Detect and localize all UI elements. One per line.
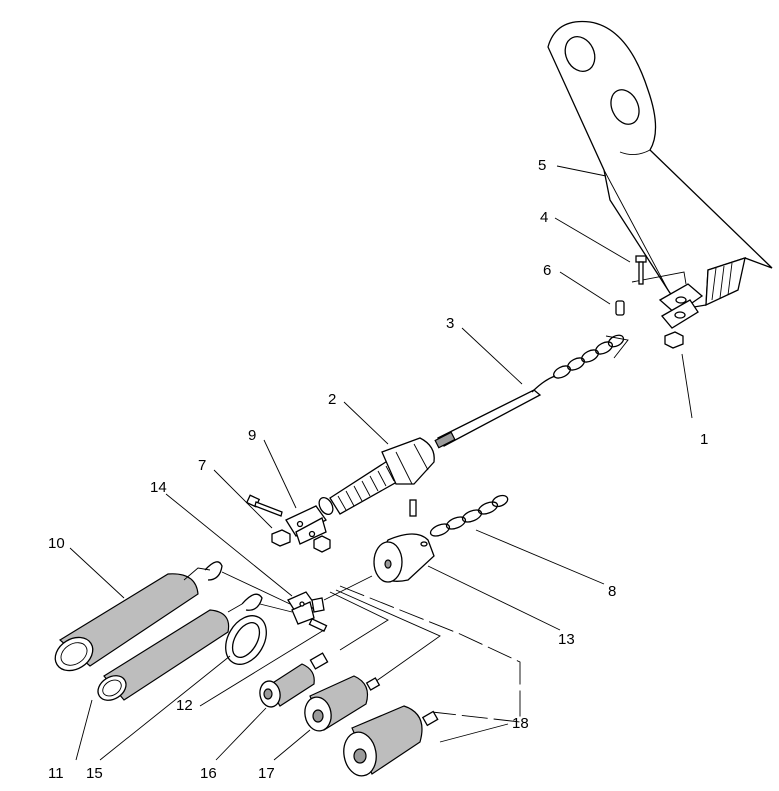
callout-labels: 5 4 6 3 2 1 9 7 14 10 8 13 12 18 11 15 1… [48, 157, 708, 782]
oval-link [225, 615, 267, 665]
small-tube-float [97, 593, 293, 701]
callout-3: 3 [446, 315, 454, 332]
callout-12: 12 [176, 697, 193, 714]
cable-assembly [434, 334, 629, 449]
hex-nut [664, 331, 684, 349]
cone-weight [373, 499, 435, 583]
callout-leaders [69, 165, 693, 761]
loose-chain [429, 494, 509, 537]
callout-10: 10 [48, 535, 65, 552]
medium-cylinder-weight [304, 675, 381, 732]
clevis-plate [631, 271, 704, 329]
callout-2: 2 [328, 391, 336, 408]
callout-15: 15 [86, 765, 103, 782]
drawbar-bracket [547, 20, 773, 309]
callout-16: 16 [200, 765, 217, 782]
callout-13: 13 [558, 631, 575, 648]
callout-9: 9 [248, 427, 256, 444]
swivel-connector [287, 591, 328, 632]
small-cylinder-weight [259, 652, 329, 708]
callout-11: 11 [48, 765, 64, 782]
callout-18: 18 [512, 715, 529, 732]
cable-housing [318, 437, 435, 516]
clevis-bracket [245, 494, 331, 553]
callout-8: 8 [608, 583, 616, 600]
callout-5: 5 [538, 157, 546, 174]
large-tube-float [54, 561, 291, 672]
dashed-leader-lines [323, 575, 521, 723]
clevis-bolt [635, 255, 647, 285]
callout-1: 1 [700, 431, 708, 448]
retaining-pin [615, 300, 625, 316]
callout-6: 6 [543, 262, 551, 279]
large-cylinder-weight [343, 705, 439, 777]
callout-4: 4 [540, 209, 548, 226]
callout-14: 14 [150, 479, 167, 496]
callout-17: 17 [258, 765, 275, 782]
callout-7: 7 [198, 457, 206, 474]
